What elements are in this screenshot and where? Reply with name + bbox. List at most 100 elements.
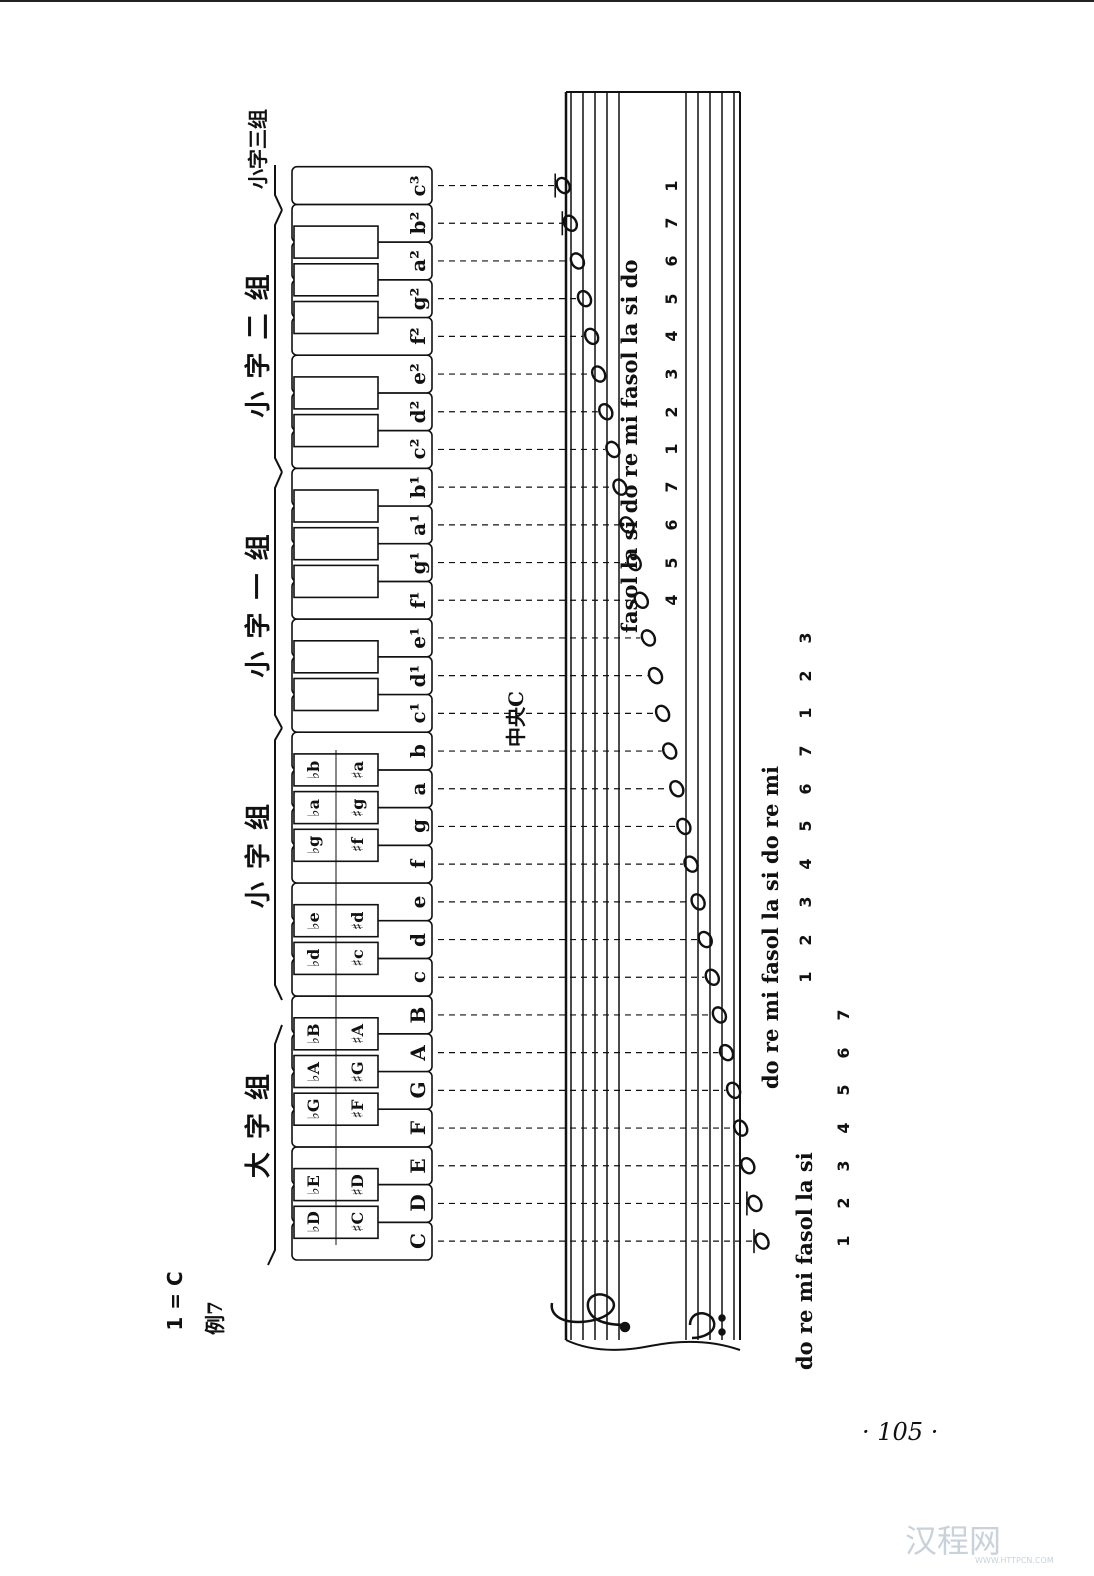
white-key-label: a² — [406, 250, 430, 272]
brace-small2 — [274, 209, 283, 473]
whole-note — [683, 855, 699, 873]
whole-note — [711, 1006, 728, 1024]
black-key — [293, 262, 379, 297]
scale-number: 3 — [796, 632, 815, 644]
white-key-label: f¹ — [406, 591, 430, 609]
tonic-label: 1 = C — [163, 1271, 187, 1331]
big-octave-flat-label: ♭E — [304, 1174, 323, 1195]
whole-note — [576, 289, 593, 308]
small-octave-sharp-label: ♯a — [348, 760, 367, 779]
scale-number: 2 — [796, 670, 815, 682]
white-key-label: D — [406, 1194, 430, 1213]
white-key-label: b — [406, 744, 430, 759]
white-key-label: d — [406, 932, 430, 947]
white-key-label: b¹ — [406, 475, 430, 499]
scale-number: 2 — [834, 1197, 853, 1210]
top-border — [0, 0, 1094, 2]
white-key-label: g — [406, 819, 430, 834]
white-key-label: e² — [406, 363, 430, 385]
whole-note — [612, 478, 628, 496]
scale-number: 5 — [662, 293, 681, 305]
white-key-label: f — [406, 859, 430, 869]
scale-number: 6 — [662, 255, 681, 267]
scale-number: 7 — [796, 745, 815, 757]
small-octave-flat-label: ♭a — [304, 798, 323, 817]
black-key — [293, 413, 379, 448]
treble-clef-icon — [550, 1293, 631, 1333]
scale-number: 5 — [662, 556, 681, 569]
middle-c-label: 中央C — [504, 691, 528, 747]
big-octave-sharp-label: ♯A — [348, 1023, 367, 1044]
small-octave-flat-label: ♭d — [304, 949, 323, 968]
whole-note — [647, 666, 664, 685]
small-octave-flat-label: ♭b — [304, 760, 323, 780]
whole-note — [654, 704, 671, 723]
whole-note — [583, 327, 600, 346]
white-key-label: A — [406, 1044, 430, 1061]
whole-note — [605, 440, 621, 459]
whole-note — [754, 1232, 770, 1250]
scale-number: 2 — [796, 933, 815, 946]
white-key — [291, 165, 433, 206]
white-key-label: g¹ — [406, 551, 430, 574]
scale-number: 1 — [662, 179, 681, 192]
whole-note — [598, 403, 614, 421]
whole-note — [626, 553, 642, 572]
brace-small3 — [274, 165, 283, 211]
scale-number: 1 — [796, 707, 815, 719]
whole-note — [661, 742, 678, 760]
scale-number: 3 — [834, 1160, 853, 1172]
scale-number: 5 — [834, 1084, 853, 1096]
black-key — [293, 639, 379, 674]
scale-number: 4 — [834, 1122, 853, 1134]
staff-brace — [565, 1339, 741, 1351]
big-octave-sharp-label: ♯G — [348, 1060, 367, 1083]
black-key — [293, 300, 379, 335]
scale-number: 1 — [834, 1235, 853, 1247]
whole-note — [697, 930, 713, 949]
whole-note — [704, 968, 721, 986]
black-key — [293, 225, 379, 259]
piano-keyboard — [291, 165, 433, 1261]
white-key-label: e — [406, 895, 430, 909]
big-octave-flat-label: ♭G — [304, 1098, 323, 1120]
white-key-label: d² — [406, 400, 430, 424]
scale-number: 6 — [834, 1047, 853, 1059]
group-braces — [267, 165, 283, 1266]
big-octave-flat-label: ♭D — [304, 1211, 323, 1234]
bass-clef-icon — [688, 1312, 726, 1340]
solfege-row-3: fasol la si do re mi fasol la si do — [617, 259, 642, 633]
whole-note — [725, 1081, 742, 1100]
black-key — [293, 489, 379, 523]
scale-number: 6 — [662, 519, 681, 531]
black-key — [293, 526, 379, 561]
scale-number: 4 — [662, 330, 681, 342]
white-key-label: G — [406, 1081, 430, 1099]
white-key-label: c³ — [406, 175, 430, 197]
solfege-row-2: do re mi fasol la si do re mi — [758, 766, 783, 1089]
whole-note — [747, 1194, 763, 1213]
whole-note — [619, 516, 635, 534]
big-octave-sharp-label: ♯C — [348, 1212, 367, 1233]
white-key-label: c² — [406, 438, 430, 460]
white-key-label: d¹ — [406, 664, 430, 688]
whole-note — [669, 780, 685, 798]
white-key-label: E — [406, 1158, 430, 1174]
watermark-url: WWW.HTTPCN.COM — [975, 1556, 1054, 1565]
white-key-label: g² — [406, 287, 430, 311]
big-octave-flat-label: ♭B — [304, 1023, 323, 1045]
scale-number: 7 — [662, 481, 681, 493]
white-key-label: B — [406, 1006, 430, 1024]
page-number: · 105 · — [862, 1418, 939, 1446]
white-key-label: a¹ — [406, 513, 430, 536]
white-key-label: b² — [406, 211, 430, 235]
whole-note — [569, 252, 586, 270]
whole-note — [590, 365, 607, 383]
white-key-label: F — [406, 1120, 430, 1136]
small-octave-sharp-label: ♯g — [348, 798, 367, 818]
scale-number: 7 — [662, 217, 681, 229]
staff-notes — [554, 173, 770, 1254]
scale-number: 2 — [662, 406, 681, 418]
